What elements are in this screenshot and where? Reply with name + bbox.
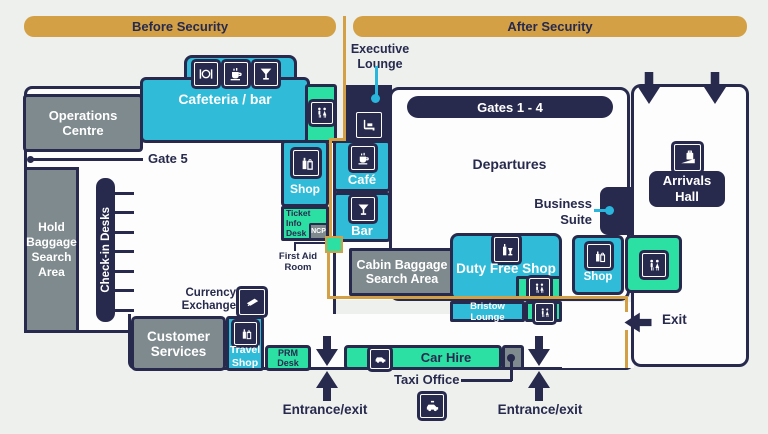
taxi-office-label: Taxi Office [394, 372, 460, 387]
after-security-banner: After Security [353, 16, 747, 37]
before-security-banner: Before Security [24, 16, 336, 37]
up-arrow-icon [316, 371, 338, 401]
duty-free-label: Duty Free Shop [456, 261, 556, 276]
security-line-mid [329, 138, 332, 238]
taxi-office-line-v [510, 358, 513, 381]
duty-free-icon [494, 237, 519, 262]
toilets-icon [642, 253, 666, 277]
armchair-icon [356, 112, 382, 138]
exit-label: Exit [662, 312, 687, 327]
down-arrow-icon [316, 336, 338, 366]
shop-airside-label: Shop [583, 271, 613, 283]
business-suite-pointer-line [594, 209, 610, 212]
travel-shop-label: Travel Shop [229, 344, 261, 369]
coffee-icon [224, 62, 248, 86]
toilets-icon [529, 278, 550, 299]
executive-lounge-pointer-dot [371, 94, 380, 103]
cafe-label: Café [347, 172, 377, 187]
arrivals-hall-label: Arrivals Hall [662, 172, 712, 204]
cafeteria-bar-label: Cafeteria / bar [178, 91, 272, 107]
business-suite-pointer-dot [605, 206, 614, 215]
taxi-icon [420, 394, 444, 418]
first-aid-line-v [294, 242, 296, 251]
checkin-desks-label: Check-in Desks [99, 207, 112, 293]
currency-icon [239, 289, 265, 315]
shop-icon [293, 150, 319, 176]
security-line-lower [327, 253, 330, 299]
down-arrow-icon [637, 72, 661, 104]
shop-icon [587, 244, 611, 268]
checkin-desk-tick [115, 231, 134, 234]
checkin-desks-pill: Check-in Desks [96, 178, 115, 322]
checkin-desk-tick [115, 289, 134, 292]
customer-services-label: Customer Services [146, 328, 210, 359]
checkin-desk-tick [115, 192, 134, 195]
security-line-top [343, 16, 346, 140]
hold-baggage-search-room: Hold Baggage Search Area [24, 167, 79, 333]
ncp-label: NCP [311, 228, 326, 235]
bar-label: Bar [351, 223, 373, 238]
checkin-desk-tick [115, 270, 134, 273]
bristow-lounge-label: Bristow Lounge [470, 300, 505, 323]
security-line-exit-lower [625, 330, 628, 368]
prm-desk-room: PRM Desk [265, 345, 311, 371]
security-line-jog [329, 138, 346, 141]
taxi-office-line-h [461, 379, 512, 382]
ticket-info-desk-label: Ticket Info Desk [286, 208, 311, 239]
prm-desk-label: PRM Desk [277, 347, 299, 368]
shop-landside-label: Shop [290, 182, 320, 196]
exit-corridor-area [562, 302, 634, 368]
restaurant-icon [194, 62, 218, 86]
taxi-office-dot [507, 354, 515, 362]
executive-lounge-label: Executive Lounge [350, 42, 410, 71]
left-arrow-icon [624, 312, 652, 333]
cabin-baggage-search-room: Cabin Baggage Search Area [349, 248, 455, 296]
gate5-dot [27, 156, 34, 163]
executive-lounge-pointer-line [375, 66, 378, 96]
down-arrow-icon [528, 336, 550, 366]
first-aid-room-label: First Aid Room [278, 251, 318, 274]
up-arrow-icon [528, 371, 550, 401]
cabin-baggage-label: Cabin Baggage Search Area [356, 258, 448, 286]
entrance-exit-left-label: Entrance/exit [282, 402, 368, 417]
hold-baggage-label: Hold Baggage Search Area [26, 220, 77, 279]
gate5-label: Gate 5 [148, 151, 188, 166]
gates-1-4-pill: Gates 1 - 4 [407, 96, 613, 118]
arrivals-hall-pill: Arrivals Hall [649, 171, 725, 207]
gates-1-4-label: Gates 1 - 4 [477, 99, 543, 115]
down-arrow-icon [703, 72, 727, 104]
bristow-lounge-room: Bristow Lounge [450, 300, 525, 323]
coffee-icon [351, 146, 375, 170]
departures-label: Departures [472, 156, 547, 172]
operations-centre-label: Operations Centre [48, 108, 118, 138]
ncp-room: NCP [309, 223, 328, 240]
operations-centre-room: Operations Centre [23, 94, 143, 152]
cocktail-icon [254, 62, 278, 86]
shop-icon [234, 322, 257, 345]
entrance-exit-right-label: Entrance/exit [497, 402, 583, 417]
checkin-desk-tick [115, 250, 134, 253]
business-suite-label: Business Suite [534, 196, 592, 227]
first-aid-line-h [294, 242, 330, 244]
after-security-label: After Security [507, 19, 593, 34]
before-security-label: Before Security [131, 19, 229, 34]
gate5-line [31, 158, 143, 161]
security-line-exit-upper [625, 299, 628, 312]
cocktail-icon [351, 197, 375, 221]
checkin-desk-tick [115, 309, 134, 312]
first-aid-room-square [325, 236, 343, 253]
checkin-desk-tick [115, 211, 134, 214]
toilets-icon [311, 102, 333, 124]
security-line-horizontal [327, 296, 628, 299]
customer-services-room: Customer Services [131, 316, 226, 371]
car-icon [370, 349, 390, 369]
cafeteria-bar-room [140, 77, 310, 143]
car-hire-label: Car Hire [420, 350, 472, 365]
baggage-claim-icon [674, 144, 701, 171]
currency-exchange-label: Currency Exchange [181, 287, 236, 313]
toilets-icon [535, 303, 554, 322]
